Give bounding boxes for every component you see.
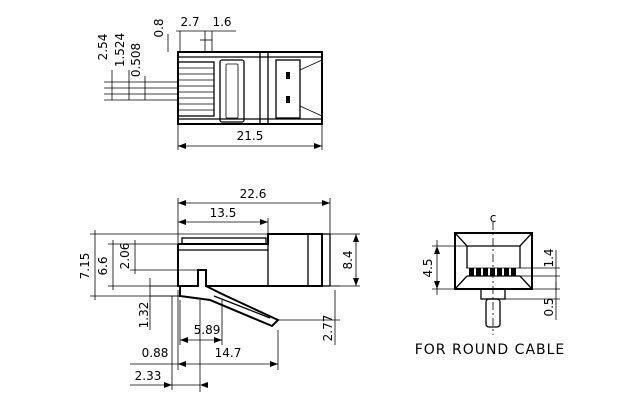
dim-7-15: 7.15 [78, 253, 92, 280]
dim-5-89: 5.89 [194, 323, 221, 337]
dim-2-77: 2.77 [321, 315, 335, 342]
dim-13-5: 13.5 [210, 206, 237, 220]
dim-2-54: 2.54 [96, 34, 110, 61]
dim-0-508: 0.508 [129, 43, 143, 77]
dim-2-7: 2.7 [180, 15, 199, 29]
front-view: c 4.5 1.4 0.5 FOR ROUND CABLE [415, 211, 566, 358]
dim-1-6: 1.6 [212, 15, 231, 29]
front-view-contacts [469, 268, 516, 276]
dim-1-524: 1.524 [113, 33, 127, 67]
top-view-strain-relief [219, 59, 245, 123]
dim-8-4: 8.4 [341, 250, 355, 269]
top-view-contacts [177, 61, 215, 117]
side-view-body-outline [177, 233, 323, 287]
top-view-latch [275, 59, 301, 119]
dim-1-32: 1.32 [137, 302, 151, 329]
dim-0-8: 0.8 [152, 18, 166, 37]
dim-6-6: 6.6 [96, 256, 110, 275]
dim-1-4: 1.4 [542, 248, 556, 267]
dim-22-6: 22.6 [240, 187, 267, 201]
top-view: 0.8 2.7 1.6 2.54 1.524 0.508 21.5 [96, 15, 323, 150]
side-view: 22.6 13.5 7.15 6.6 2.06 8.4 1.32 [78, 187, 360, 392]
front-view-caption: FOR ROUND CABLE [415, 342, 566, 358]
dim-0-88: 0.88 [142, 346, 169, 360]
dim-2-06: 2.06 [118, 243, 132, 270]
dim-2-33: 2.33 [135, 369, 162, 383]
side-view-latch [179, 285, 280, 328]
dim-4-5: 4.5 [421, 258, 435, 277]
centerline-mark: c [490, 211, 497, 225]
dim-21-5: 21.5 [237, 129, 264, 143]
dim-14-7: 14.7 [215, 346, 242, 360]
dim-0-5: 0.5 [542, 297, 556, 316]
